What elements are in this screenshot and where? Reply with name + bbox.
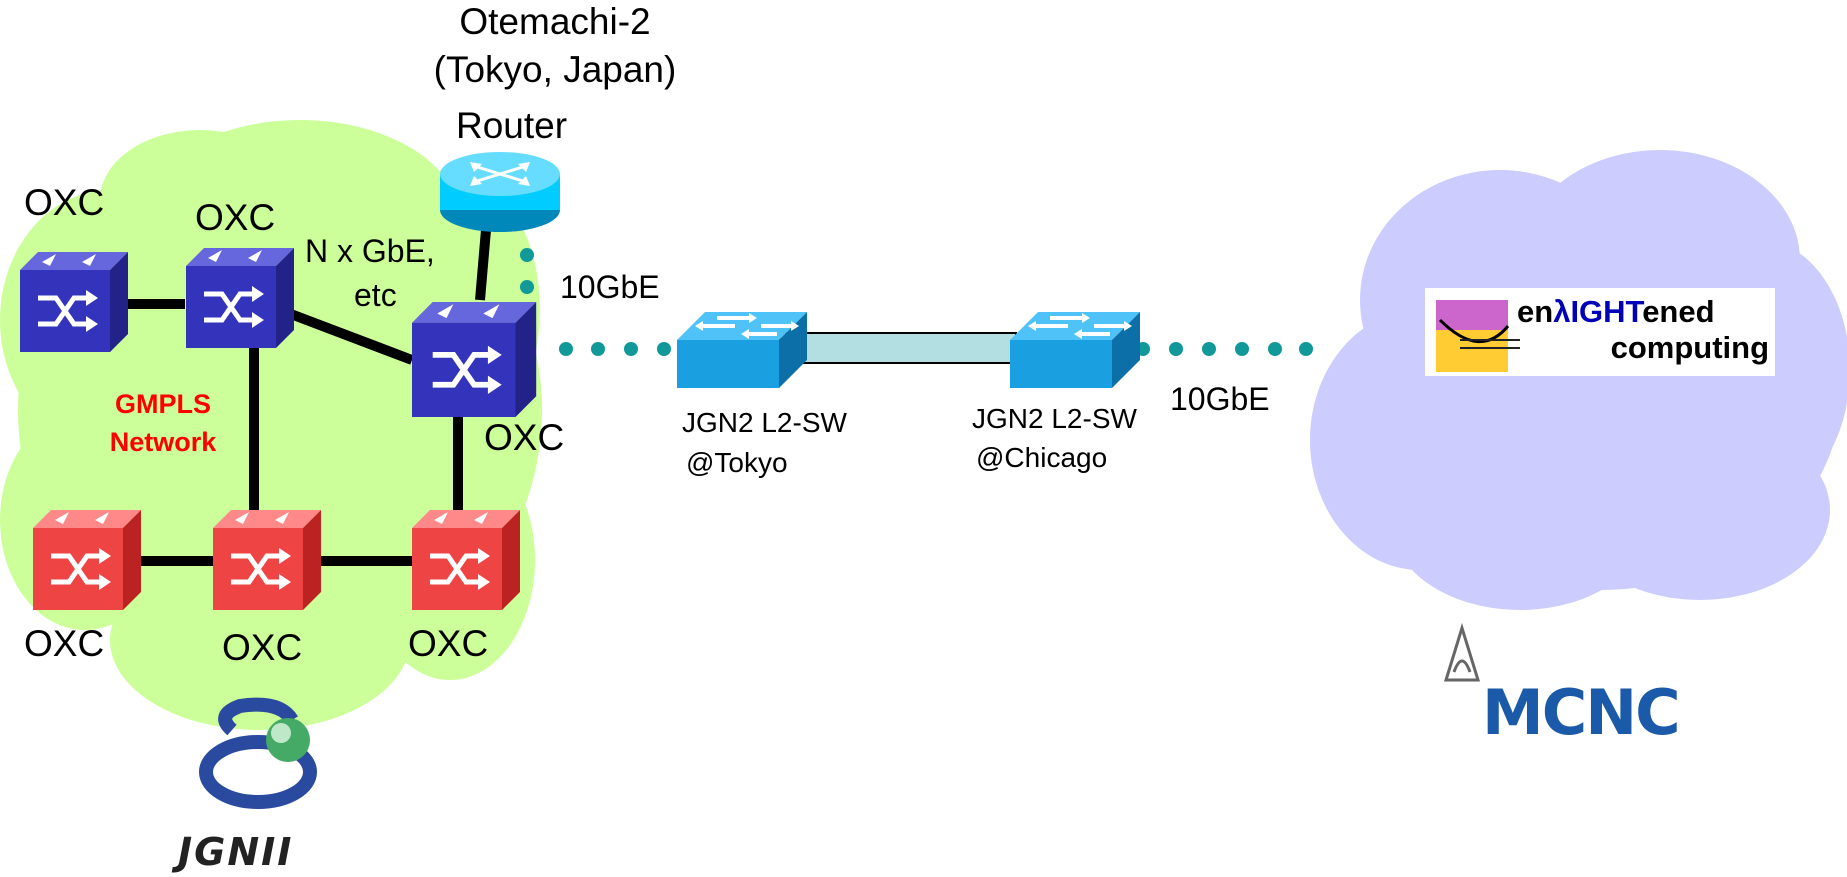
site-location: (Tokyo, Japan)	[433, 49, 677, 90]
tokyo-switch-label: JGN2 L2-SW	[682, 407, 847, 438]
nxgbe-link-label: N x GbE,	[305, 233, 435, 269]
oxc-label-main: OXC	[484, 417, 565, 458]
jgn2-logo-icon	[199, 697, 317, 809]
gmpls-label: GMPLS	[114, 389, 211, 419]
mcnc-logo-icon	[1443, 622, 1481, 682]
oxc-label-bottom-left: OXC	[24, 623, 105, 664]
oxc-icon[interactable]	[412, 302, 536, 417]
enlightened-lambda: λ	[1553, 294, 1571, 329]
network-label: Network	[109, 427, 217, 457]
site-name: Otemachi-2	[459, 1, 651, 42]
oxc-icon[interactable]	[20, 252, 128, 352]
oxc-icon[interactable]	[412, 510, 520, 610]
enlightened-logo: enλIGHTened computing	[1425, 288, 1775, 376]
remote-cloud	[1310, 150, 1847, 610]
l2-switch-icon[interactable]	[1008, 310, 1142, 390]
enlightened-prefix: en	[1517, 294, 1554, 329]
enlightened-wordmark: enλIGHTened	[1517, 294, 1715, 330]
router-icon[interactable]	[440, 152, 560, 232]
oxc-label-top-left: OXC	[24, 182, 105, 223]
enlightened-highlight: IGHT	[1570, 294, 1643, 329]
chicago-switch-location: @Chicago	[976, 442, 1108, 473]
oxc-icon[interactable]	[186, 248, 294, 348]
enlightened-line2: computing	[1610, 330, 1769, 365]
oxc-label-top-middle: OXC	[195, 197, 276, 238]
oxc-icon[interactable]	[213, 510, 321, 610]
chicago-link-label: 10GbE	[1170, 381, 1270, 417]
oxc-label-bottom-right: OXC	[408, 623, 489, 664]
router-label: Router	[456, 105, 568, 146]
gmpls-links	[110, 229, 491, 566]
enlightened-logo-icon	[1425, 288, 1775, 376]
mcnc-wordmark: MCNC	[1482, 676, 1681, 749]
enlightened-suffix: ened	[1642, 294, 1715, 329]
jgn2-wordmark: JGNII	[178, 830, 294, 874]
chicago-switch-label: JGN2 L2-SW	[972, 403, 1137, 434]
tokyo-switch-location: @Tokyo	[686, 447, 788, 478]
trunk-link	[779, 332, 1017, 364]
nxgbe-link-sublabel: etc	[354, 277, 397, 313]
l2-switch-icon[interactable]	[675, 310, 809, 390]
oxc-icon[interactable]	[33, 510, 141, 610]
oxc-label-bottom-middle: OXC	[222, 627, 303, 668]
router-link-label: 10GbE	[560, 269, 660, 305]
